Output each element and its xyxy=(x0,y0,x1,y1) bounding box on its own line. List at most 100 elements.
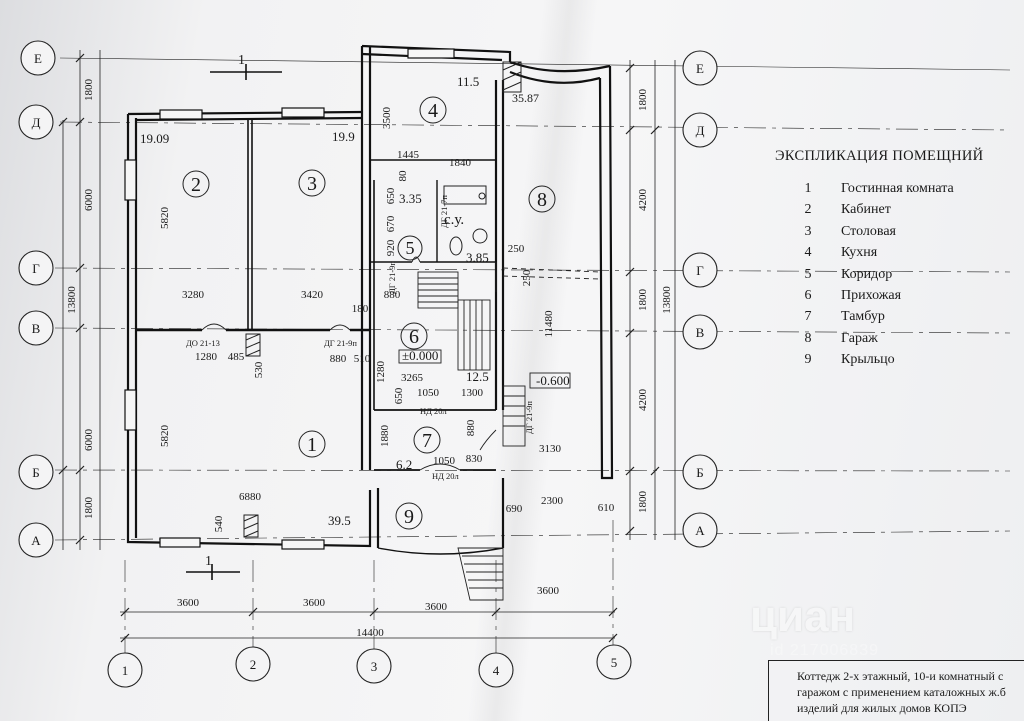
area-wc: 3.85 xyxy=(466,250,489,265)
dim-1840: 1840 xyxy=(449,157,472,169)
room-number-2: 2 xyxy=(191,174,201,196)
legend-item-number: 6 xyxy=(804,287,812,303)
dim-3280: 3280 xyxy=(182,289,205,301)
axis-row-label-right: Д xyxy=(696,123,705,138)
legend-item-name: Кабинет xyxy=(841,202,891,218)
dim-880-a: 880 xyxy=(384,289,401,301)
room-number-1: 1 xyxy=(307,434,317,456)
axis-col-label: 1 xyxy=(122,663,129,678)
dim-left-6000-top: 6000 xyxy=(83,189,95,212)
room-number-7: 7 xyxy=(422,430,432,452)
dim-670: 670 xyxy=(385,215,397,232)
legend-item-number: 5 xyxy=(804,266,812,282)
room-number-3: 3 xyxy=(307,173,317,195)
axis-row-label-left: Г xyxy=(32,261,40,276)
dim-690: 690 xyxy=(506,503,523,515)
legend-item-name: Коридор xyxy=(841,266,893,282)
dim-250-b: 250 xyxy=(521,269,533,286)
dim-1300: 1300 xyxy=(461,387,484,399)
door-code-5: НД 20л xyxy=(420,406,448,416)
dim-180: 180 xyxy=(352,303,369,315)
legend-item-number: 8 xyxy=(804,330,812,346)
axis-row-label-left: В xyxy=(32,321,41,336)
dim-80: 80 xyxy=(397,170,409,182)
door-code-4: ДГ 21-7п xyxy=(439,195,449,228)
legend-item-number: 2 xyxy=(804,202,812,218)
room-number-6: 6 xyxy=(409,326,419,348)
legend-item-name: Кухня xyxy=(841,245,878,261)
level-garage: -0.600 xyxy=(536,373,570,388)
axis-row-label-right: Г xyxy=(696,263,704,278)
legend-item-name: Крыльцо xyxy=(841,352,895,368)
dim-left-1800-bottom: 1800 xyxy=(83,497,95,520)
axis-col-label: 3 xyxy=(371,659,378,674)
dim-bottom-3600-2: 3600 xyxy=(303,597,326,609)
legend-item-name: Тамбур xyxy=(841,309,885,325)
door-code-6: НД 20л xyxy=(432,471,460,481)
dim-right-4200-top: 4200 xyxy=(637,189,649,212)
axis-row-label-left: Д xyxy=(32,115,41,130)
area-room-7: 6.2 xyxy=(396,457,412,472)
dim-1445: 1445 xyxy=(397,149,420,161)
dim-485: 485 xyxy=(228,351,245,363)
room-legend: ЭКСПЛИКАЦИЯ ПОМЕЩНИЙ 1 Гостинная комната 2… xyxy=(775,148,1015,371)
legend-title: ЭКСПЛИКАЦИЯ ПОМЕЩНИЙ xyxy=(775,148,984,164)
area-room-3: 19.9 xyxy=(332,129,355,144)
door-code-2: ДГ 21-9п xyxy=(324,338,357,348)
axis-col-label: 4 xyxy=(493,663,500,678)
watermark-brand: циан xyxy=(750,592,856,641)
door-code-7: ДГ 21-9п xyxy=(524,401,534,434)
area-room-6: 12.5 xyxy=(466,369,489,384)
axis-row-label-left: Б xyxy=(32,465,39,480)
dim-11480: 11480 xyxy=(543,310,555,338)
axis-row-label-right: Е xyxy=(696,61,704,76)
dim-6880: 6880 xyxy=(239,491,262,503)
dim-920: 920 xyxy=(385,239,397,256)
legend-item-name: Гараж xyxy=(841,330,878,346)
dim-right-4200-bottom: 4200 xyxy=(637,389,649,412)
dim-5820-bottom: 5820 xyxy=(159,425,171,448)
axis-row-label-left: А xyxy=(31,533,41,548)
dim-bottom-14400: 14400 xyxy=(356,627,384,639)
dim-530: 530 xyxy=(253,361,265,378)
legend-item-name: Гостинная комната xyxy=(841,181,954,196)
dim-3265: 3265 xyxy=(401,372,424,384)
room-number-8: 8 xyxy=(537,189,547,211)
dim-880-b: 880 xyxy=(330,353,347,365)
dim-1280-v: 1280 xyxy=(375,361,387,384)
legend-item: 5 Коридор xyxy=(775,264,1015,285)
wc-label: с.у. xyxy=(444,212,464,228)
legend-item-number: 1 xyxy=(804,181,812,196)
dim-650-bottom: 650 xyxy=(393,387,405,404)
watermark: циан id 217006839 xyxy=(750,592,879,660)
legend-item-name: Столовая xyxy=(841,223,896,239)
dim-bottom-3600-1: 3600 xyxy=(177,597,200,609)
door-code-1: ДО 21-13 xyxy=(186,338,220,348)
area-room-1: 39.5 xyxy=(328,513,351,528)
axis-row-label-right: Б xyxy=(696,465,703,480)
dim-right-13800: 13800 xyxy=(661,286,673,314)
axis-row-label-right: В xyxy=(696,325,705,340)
legend-item: 1 Гостинная комната xyxy=(775,178,1015,199)
dim-5820-top: 5820 xyxy=(159,207,171,230)
dim-left-1800-top: 1800 xyxy=(83,79,95,102)
axis-col-label: 5 xyxy=(611,655,618,670)
dim-1050-a: 1050 xyxy=(417,387,440,399)
title-block: Коттедж 2-х этажный, 10-и комнатный с га… xyxy=(768,660,1024,721)
section-mark-top: 1 xyxy=(238,53,245,68)
dim-1280: 1280 xyxy=(195,351,218,363)
dim-right-1800-bottom: 1800 xyxy=(637,491,649,514)
area-room-4: 11.5 xyxy=(457,74,479,89)
axis-row-label-left: Е xyxy=(34,51,42,66)
watermark-id: id 217006839 xyxy=(770,642,879,659)
dim-880-v: 880 xyxy=(465,419,477,436)
title-block-line-1: Коттедж 2-х этажный, 10-и комнатный с xyxy=(797,669,1004,683)
room-number-5: 5 xyxy=(406,238,415,258)
dim-left-6000-bottom: 6000 xyxy=(83,429,95,452)
dim-2300: 2300 xyxy=(541,495,564,507)
